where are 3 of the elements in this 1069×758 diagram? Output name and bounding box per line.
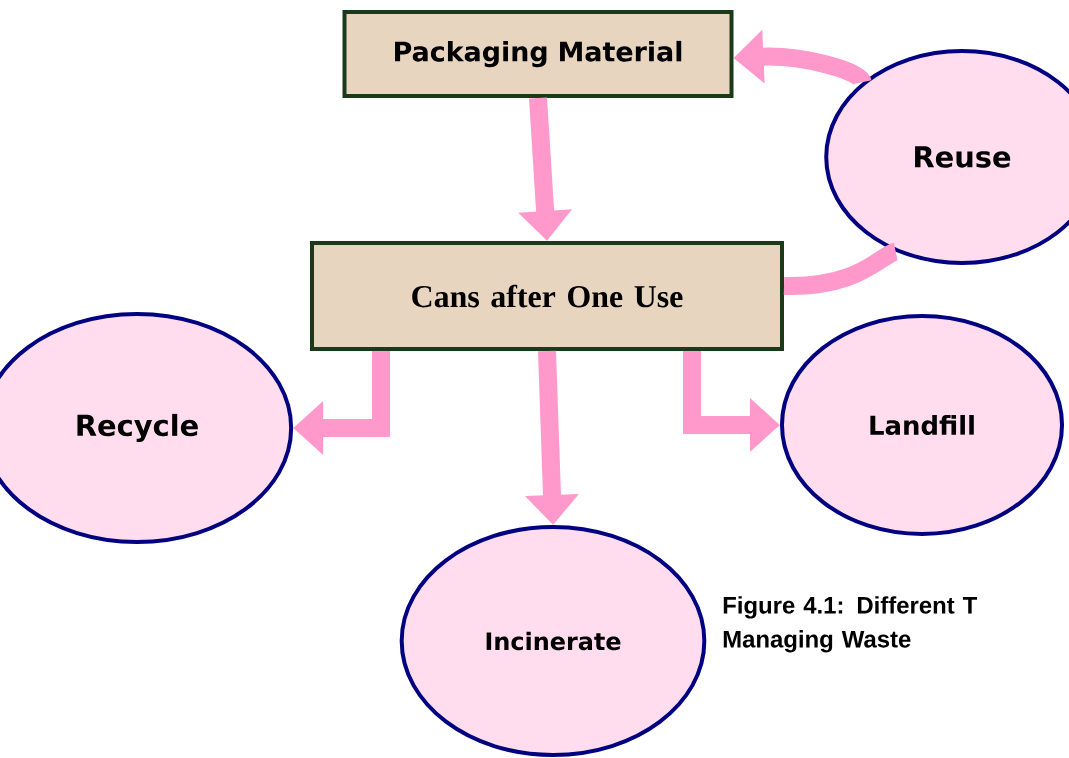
process-box: Cans after One Use (310, 241, 784, 351)
process-box: Packaging Material (342, 10, 734, 98)
caption: Figure 4.1: Different T Managing Waste (723, 596, 977, 653)
